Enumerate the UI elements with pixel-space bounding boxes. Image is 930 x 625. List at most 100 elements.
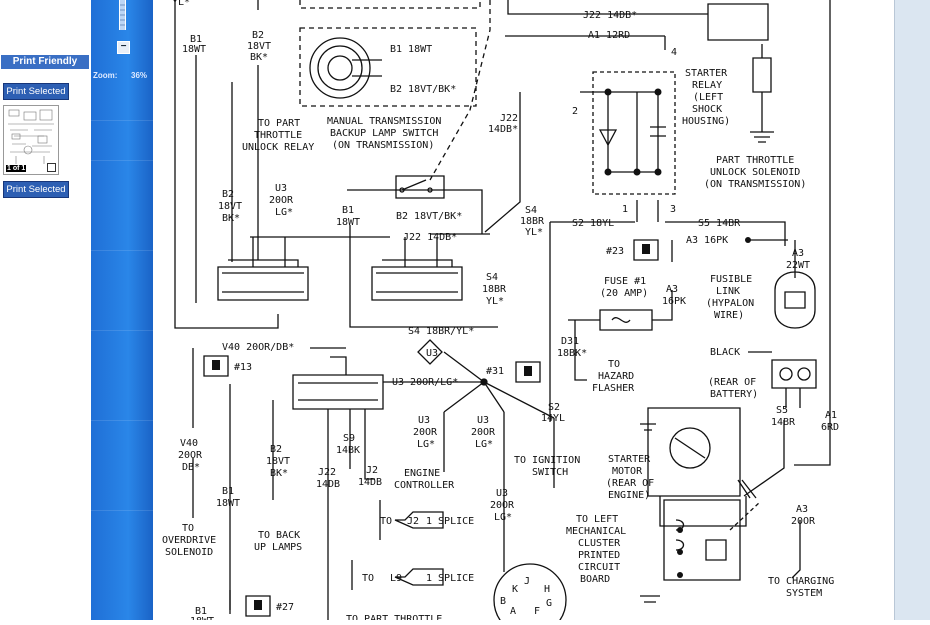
diagram-label-n3: 3 bbox=[670, 204, 676, 215]
diagram-label-s5a: S5 bbox=[776, 405, 788, 416]
diagram-label-sm1: STARTER bbox=[608, 454, 651, 465]
diagram-label-od2: OVERDRIVE bbox=[162, 535, 216, 546]
diagram-label-n4: 4 bbox=[671, 47, 677, 58]
left-panel: Print Friendly Print Selected 1 of 1 Pri… bbox=[0, 0, 91, 620]
diagram-label-tp2: THROTTLE bbox=[254, 130, 302, 141]
diagram-label-v40b: 20OR bbox=[178, 450, 203, 461]
diagram-label-mt3: (ON TRANSMISSION) bbox=[332, 140, 434, 151]
diagram-label-k3: H bbox=[544, 584, 550, 595]
diagram-label-a3b2: 16PK bbox=[662, 296, 686, 307]
diagram-label-lm5: CIRCUIT bbox=[578, 562, 620, 573]
diagram-label-rb2: BATTERY) bbox=[710, 389, 758, 400]
diagram-label-cs1: TO CHARGING bbox=[768, 576, 834, 587]
zoom-slider[interactable] bbox=[119, 0, 126, 30]
diagram-label-a3a: A3 16PK bbox=[686, 235, 728, 246]
diagram-label-v40c: DB* bbox=[182, 462, 200, 473]
diagram-label-pt2: UNLOCK SOLENOID bbox=[710, 167, 800, 178]
thumbnail-checkbox[interactable] bbox=[47, 163, 56, 172]
diagram-label-j2a: J2 bbox=[366, 465, 378, 476]
thumbnail-page-label: 1 of 1 bbox=[6, 165, 27, 172]
diagram-label-b2d1: B2 bbox=[270, 444, 282, 455]
diagram-label-a3c2: 20OR bbox=[791, 516, 816, 527]
diagram-label-b1a: B1 bbox=[190, 34, 202, 45]
diagram-label-s4f: YL* bbox=[486, 296, 504, 307]
diagram-label-b2l3: BK* bbox=[222, 213, 240, 224]
diagram-label-fl1: FUSIBLE bbox=[710, 274, 752, 285]
diagram-label-a1top: A1 12RD bbox=[588, 30, 630, 41]
diagram-label-s9b: 14BK bbox=[336, 445, 360, 456]
diagram-label-sw1: B1 18WT bbox=[390, 44, 432, 55]
diagram-label-b2l2: 18VT bbox=[218, 201, 242, 212]
diagram-label-ig2: SWITCH bbox=[532, 467, 568, 478]
print-selected-button-bottom[interactable]: Print Selected bbox=[3, 181, 69, 198]
diagram-label-b2c: BK* bbox=[250, 52, 268, 63]
diagram-label-lm1: TO LEFT bbox=[576, 514, 618, 525]
diagram-label-u3a: U3 bbox=[275, 183, 287, 194]
diagram-label-hz1: TO bbox=[608, 359, 620, 370]
diagram-label-v40top: V40 20OR/DB* bbox=[222, 342, 294, 353]
diagram-label-fl4: WIRE) bbox=[714, 310, 744, 321]
diagram-label-b1d: 18WT bbox=[336, 217, 360, 228]
diagram-label-b2d3: BK* bbox=[270, 468, 288, 479]
diagram-label-s4b: 18BR bbox=[520, 216, 545, 227]
zoom-label: Zoom: bbox=[93, 71, 118, 80]
diagram-label-sr4: SHOCK bbox=[692, 104, 722, 115]
diagram-label-k1: K bbox=[512, 584, 518, 595]
diagram-label-l9sp: L9 bbox=[390, 573, 402, 584]
diagram-label-fl3: (HYPALON bbox=[706, 298, 754, 309]
diagram-label-b1e: B1 bbox=[222, 486, 234, 497]
diagram-label-b1b: 18WT bbox=[182, 44, 206, 55]
diagram-label-ec2: CONTROLLER bbox=[394, 480, 455, 491]
diagram-label-a3r1: A3 bbox=[792, 248, 804, 259]
diagram-label-hz2: HAZARD bbox=[598, 371, 634, 382]
diagram-label-k7: B bbox=[500, 596, 506, 607]
diagram-label-u3b: 20OR bbox=[269, 195, 294, 206]
diagram-label-mt2: BACKUP LAMP SWITCH bbox=[330, 128, 438, 139]
diagram-label-fl2: LINK bbox=[716, 286, 740, 297]
diagram-label-bl2: UP LAMPS bbox=[254, 542, 302, 553]
diagram-label-c27: #27 bbox=[276, 602, 294, 613]
diagram-label-b1g: B1 bbox=[195, 606, 207, 617]
diagram-label-s9a: S9 bbox=[343, 433, 355, 444]
diagram-label-n2: 2 bbox=[572, 106, 578, 117]
diagram-label-a3r2: 22WT bbox=[786, 260, 810, 271]
diagram-label-sm2: MOTOR bbox=[612, 466, 643, 477]
page-thumbnail[interactable]: 1 of 1 bbox=[3, 105, 59, 175]
diagram-label-s4d: S4 bbox=[486, 272, 498, 283]
diagram-label-a3b1: A3 bbox=[666, 284, 678, 295]
diagram-label-u3e3: LG* bbox=[475, 439, 493, 450]
diagram-label-sw2: B2 18VT/BK* bbox=[390, 84, 456, 95]
diagram-label-lm6: BOARD bbox=[580, 574, 610, 585]
diagram-label-cs2: SYSTEM bbox=[786, 588, 822, 599]
diagram-label-c13: #13 bbox=[234, 362, 252, 373]
diagram-label-to1: TO bbox=[380, 516, 392, 527]
diagram-label-s4line: S4 18BR/YL* bbox=[408, 326, 474, 337]
zoom-value: 36% bbox=[131, 71, 148, 80]
diagram-label-ig1: TO IGNITION bbox=[514, 455, 580, 466]
thumbnail-diagram-icon bbox=[8, 109, 54, 164]
diagram-label-od1: TO bbox=[182, 523, 194, 534]
diagram-label-a1a: A1 bbox=[825, 410, 837, 421]
diagram-label-k5: F bbox=[534, 606, 540, 617]
diagram-label-s2b: 14YL bbox=[541, 413, 565, 424]
diagram-label-sr1: STARTER bbox=[685, 68, 728, 79]
diagram-label-lm2: MECHANICAL bbox=[566, 526, 626, 537]
diagram-label-s4a: S4 bbox=[525, 205, 537, 216]
diagram-label-d31a: D31 bbox=[561, 336, 579, 347]
diagram-label-sr3: (LEFT bbox=[693, 92, 723, 103]
diagram-label-s2top: S2 18YL bbox=[572, 218, 614, 229]
diagram-label-blk: BLACK bbox=[710, 347, 740, 358]
diagram-label-n1: 1 bbox=[622, 204, 628, 215]
zoom-out-button[interactable]: − bbox=[117, 41, 130, 54]
diagram-label-j22b: 14DB* bbox=[488, 124, 518, 135]
diagram-label-k6: A bbox=[510, 606, 516, 617]
diagram-label-tpb: TO PART THROTTLE bbox=[346, 614, 442, 620]
diagram-label-u3d3: LG* bbox=[417, 439, 435, 450]
diagram-label-u3e2: 20OR bbox=[471, 427, 496, 438]
diagram-label-k4: G bbox=[546, 598, 552, 609]
diagram-label-b2l1: B2 bbox=[222, 189, 234, 200]
print-selected-button[interactable]: Print Selected bbox=[3, 83, 69, 100]
diagram-label-tp1: TO PART bbox=[258, 118, 300, 129]
